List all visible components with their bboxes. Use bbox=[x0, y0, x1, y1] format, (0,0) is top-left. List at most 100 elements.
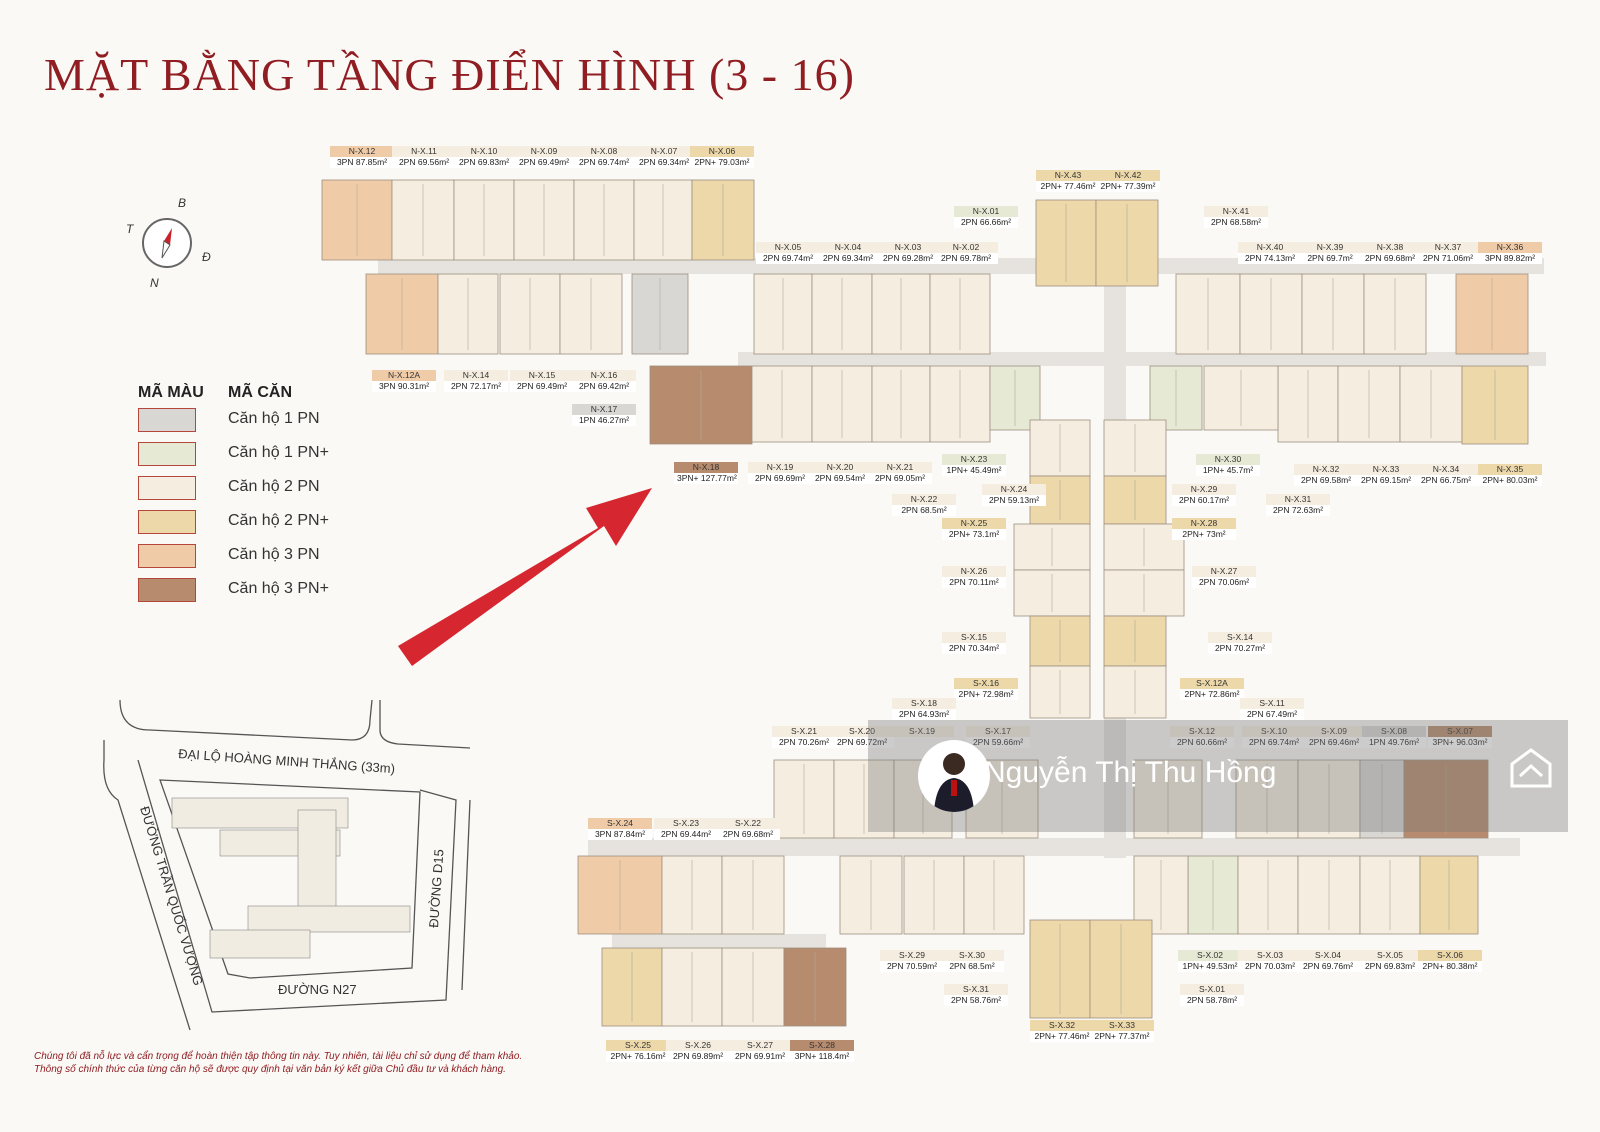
unit-spec: 2PN+ 79.03m² bbox=[690, 157, 754, 168]
unit-spec: 2PN 69.05m² bbox=[868, 473, 932, 484]
unit-spec: 2PN 69.69m² bbox=[748, 473, 812, 484]
legend-label: Căn hộ 1 PN bbox=[228, 410, 320, 427]
legend-swatch bbox=[138, 442, 196, 466]
unit-spec: 1PN 49.76m² bbox=[1362, 737, 1426, 748]
unit-code: S-X.24 bbox=[588, 818, 652, 829]
unit-code: N-X.26 bbox=[942, 566, 1006, 577]
unit-spec: 2PN+ 80.38m² bbox=[1418, 961, 1482, 972]
unit-code: N-X.28 bbox=[1172, 518, 1236, 529]
unit-code: S-X.12 bbox=[1170, 726, 1234, 737]
unit-spec: 3PN 87.85m² bbox=[330, 157, 394, 168]
compass-south-label: N bbox=[150, 276, 159, 290]
unit-spec: 2PN 60.66m² bbox=[1170, 737, 1234, 748]
unit-spec: 2PN 69.42m² bbox=[572, 381, 636, 392]
unit-spec: 2PN 69.15m² bbox=[1354, 475, 1418, 486]
road-right-label: ĐƯỜNG D15 bbox=[426, 849, 446, 928]
legend-label: Căn hộ 1 PN+ bbox=[228, 444, 329, 461]
unit-spec: 2PN 69.49m² bbox=[512, 157, 576, 168]
legend-item: Căn hộ 3 PN+ bbox=[138, 576, 418, 606]
disclaimer-line: Thông số chính thức của từng căn hộ sẽ đ… bbox=[34, 1064, 506, 1075]
compass-north-label: B bbox=[178, 196, 187, 210]
unit-code: N-X.36 bbox=[1478, 242, 1542, 253]
unit-code: N-X.16 bbox=[572, 370, 636, 381]
unit-code: N-X.38 bbox=[1358, 242, 1422, 253]
unit-code: S-X.18 bbox=[892, 698, 956, 709]
legend-swatch bbox=[138, 476, 196, 500]
unit-code: N-X.32 bbox=[1294, 464, 1358, 475]
unit-spec: 2PN 70.06m² bbox=[1192, 577, 1256, 588]
unit-code: S-X.25 bbox=[606, 1040, 670, 1051]
unit-code: S-X.01 bbox=[1180, 984, 1244, 995]
unit-code: N-X.01 bbox=[954, 206, 1018, 217]
unit-code: S-X.32 bbox=[1030, 1020, 1094, 1031]
unit-code: S-X.31 bbox=[944, 984, 1008, 995]
unit-code: S-X.21 bbox=[772, 726, 836, 737]
unit-code: N-X.11 bbox=[392, 146, 456, 157]
unit-code: S-X.23 bbox=[654, 818, 718, 829]
unit-code: S-X.29 bbox=[880, 950, 944, 961]
unit-code: N-X.39 bbox=[1298, 242, 1362, 253]
unit-code: N-X.14 bbox=[444, 370, 508, 381]
unit-code: N-X.27 bbox=[1192, 566, 1256, 577]
unit-code: N-X.02 bbox=[934, 242, 998, 253]
unit-code: N-X.41 bbox=[1204, 206, 1268, 217]
unit-spec: 2PN 59.66m² bbox=[966, 737, 1030, 748]
unit-spec: 2PN 70.59m² bbox=[880, 961, 944, 972]
unit-code: N-X.04 bbox=[816, 242, 880, 253]
unit-spec: 3PN 90.31m² bbox=[372, 381, 436, 392]
unit-code: N-X.07 bbox=[632, 146, 696, 157]
unit-code: S-X.12A bbox=[1180, 678, 1244, 689]
disclaimer-line: Chúng tôi đã nỗ lực và cẩn trọng để hoàn… bbox=[34, 1051, 523, 1062]
unit-spec: 2PN 68.58m² bbox=[1204, 217, 1268, 228]
unit-spec: 2PN 69.89m² bbox=[666, 1051, 730, 1062]
unit-code: N-X.37 bbox=[1416, 242, 1480, 253]
unit-spec: 3PN 89.82m² bbox=[1478, 253, 1542, 264]
compass-needle-icon bbox=[161, 228, 172, 259]
legend-label: Căn hộ 2 PN bbox=[228, 478, 320, 495]
unit-spec: 2PN 70.03m² bbox=[1238, 961, 1302, 972]
unit-spec: 2PN 72.63m² bbox=[1266, 505, 1330, 516]
unit-spec: 2PN+ 77.46m² bbox=[1036, 181, 1100, 192]
unit-spec: 1PN 46.27m² bbox=[572, 415, 636, 426]
legend-header-color: MÃ MÀU bbox=[138, 384, 204, 401]
unit-code: N-X.12 bbox=[330, 146, 394, 157]
unit-spec: 2PN 69.56m² bbox=[392, 157, 456, 168]
unit-spec: 3PN+ 118.4m² bbox=[790, 1051, 854, 1062]
unit-code: S-X.30 bbox=[940, 950, 1004, 961]
unit-spec: 2PN 69.44m² bbox=[654, 829, 718, 840]
legend-item: Căn hộ 2 PN bbox=[138, 474, 418, 504]
unit-code: N-X.35 bbox=[1478, 464, 1542, 475]
unit-spec: 2PN 64.93m² bbox=[892, 709, 956, 720]
unit-code: N-X.29 bbox=[1172, 484, 1236, 495]
unit-spec: 2PN 70.34m² bbox=[942, 643, 1006, 654]
unit-code: S-X.03 bbox=[1238, 950, 1302, 961]
unit-spec: 2PN 69.49m² bbox=[510, 381, 574, 392]
